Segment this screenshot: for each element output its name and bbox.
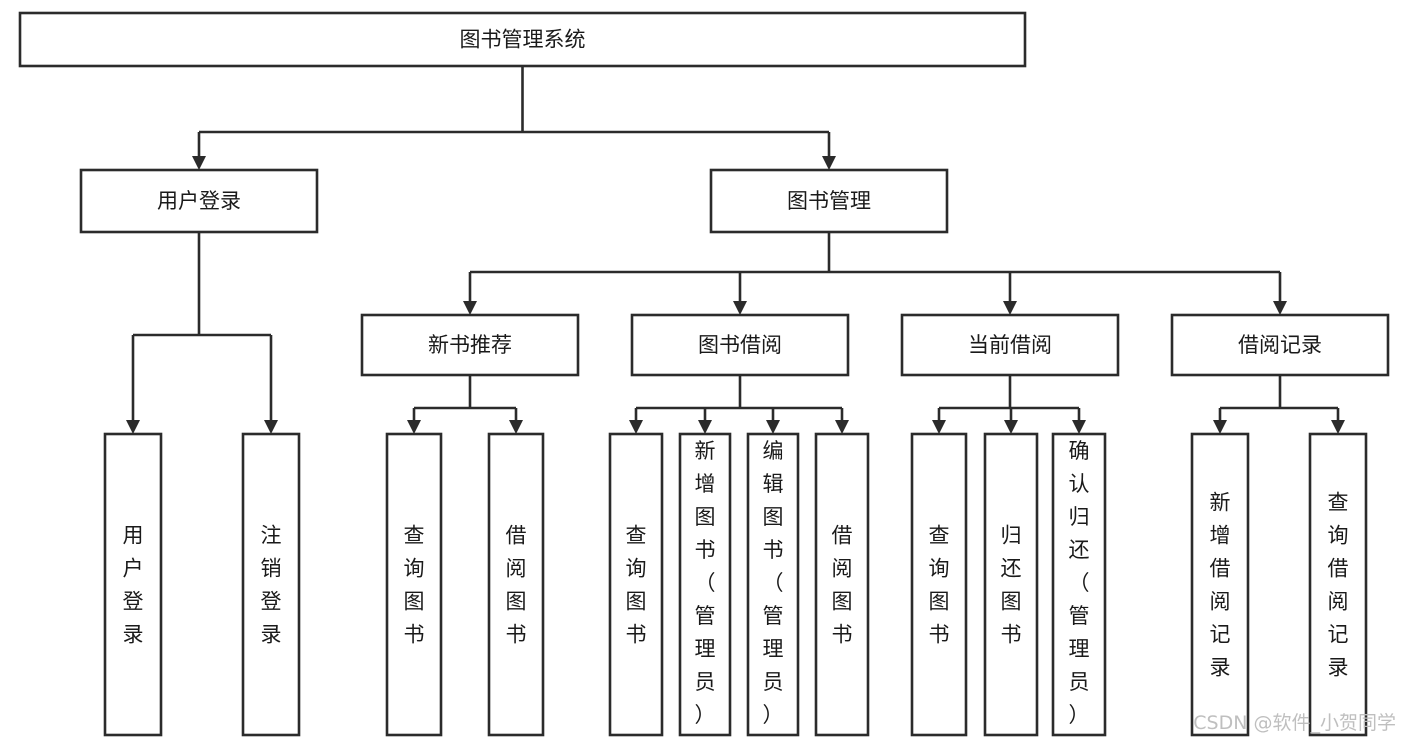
node-label-user-login-do: 用户登录	[123, 524, 144, 647]
node-box-book-manage	[709, 168, 949, 234]
node-label-query-book-1: 查询图书	[404, 524, 425, 647]
node-borrow-book-2[interactable]: 借阅图书	[814, 432, 870, 737]
arrow-head-icon	[463, 301, 477, 315]
node-box-current-borrow	[900, 313, 1120, 377]
node-box-borrow-book-2	[814, 432, 870, 737]
arrow-head-icon	[126, 420, 140, 434]
node-layer: 图书管理系统用户登录用户登录注销登录图书管理新书推荐查询图书借阅图书图书借阅查询…	[18, 11, 1390, 737]
node-book-borrow[interactable]: 图书借阅	[630, 313, 850, 377]
arrow-head-icon	[733, 301, 747, 315]
node-book-manage[interactable]: 图书管理	[709, 168, 949, 234]
node-label-query-borrow-record: 查询借阅记录	[1328, 491, 1349, 680]
node-box-root	[18, 11, 1027, 68]
node-query-book-1[interactable]: 查询图书	[385, 432, 443, 737]
arrow-head-icon	[932, 420, 946, 434]
node-borrow-book-1[interactable]: 借阅图书	[487, 432, 545, 737]
node-label-current-borrow: 当前借阅	[968, 333, 1052, 357]
node-new-book-recommend[interactable]: 新书推荐	[360, 313, 580, 377]
node-label-user-login: 用户登录	[157, 189, 241, 213]
node-label-borrow-book-2: 借阅图书	[832, 524, 853, 647]
arrow-head-icon	[1004, 420, 1018, 434]
arrow-head-icon	[698, 420, 712, 434]
node-add-book-admin[interactable]: 新增图书（管理员）	[678, 432, 732, 737]
node-user-login-do[interactable]: 用户登录	[103, 432, 163, 737]
node-user-login[interactable]: 用户登录	[79, 168, 319, 234]
arrow-head-icon	[766, 420, 780, 434]
node-box-book-borrow	[630, 313, 850, 377]
arrow-head-icon	[1003, 301, 1017, 315]
node-label-borrow-record: 借阅记录	[1238, 333, 1322, 357]
node-current-borrow[interactable]: 当前借阅	[900, 313, 1120, 377]
node-label-book-manage: 图书管理	[787, 189, 871, 213]
node-box-add-borrow-record	[1190, 432, 1250, 737]
node-label-query-book-3: 查询图书	[929, 524, 950, 647]
arrow-head-icon	[1072, 420, 1086, 434]
node-box-borrow-book-1	[487, 432, 545, 737]
node-confirm-return-admin[interactable]: 确认归还（管理员）	[1051, 432, 1107, 737]
node-label-query-book-2: 查询图书	[626, 524, 647, 647]
node-label-root: 图书管理系统	[460, 28, 586, 52]
node-return-book[interactable]: 归还图书	[983, 432, 1039, 737]
node-label-new-book-recommend: 新书推荐	[428, 333, 512, 357]
connector-layer	[126, 66, 1345, 434]
arrow-head-icon	[192, 156, 206, 170]
node-box-user-login	[79, 168, 319, 234]
arrow-head-icon	[835, 420, 849, 434]
node-query-book-2[interactable]: 查询图书	[608, 432, 664, 737]
node-box-user-login-do	[103, 432, 163, 737]
node-box-new-book-recommend	[360, 313, 580, 377]
arrow-head-icon	[1331, 420, 1345, 434]
node-label-confirm-return-admin: 确认归还（管理员）	[1069, 439, 1090, 727]
node-box-query-borrow-record	[1308, 432, 1368, 737]
arrow-head-icon	[264, 420, 278, 434]
node-label-book-borrow: 图书借阅	[698, 333, 782, 357]
arrow-head-icon	[629, 420, 643, 434]
node-add-borrow-record[interactable]: 新增借阅记录	[1190, 432, 1250, 737]
node-edit-book-admin[interactable]: 编辑图书（管理员）	[746, 432, 800, 737]
node-box-borrow-record	[1170, 313, 1390, 377]
node-query-borrow-record[interactable]: 查询借阅记录	[1308, 432, 1368, 737]
node-label-add-book-admin: 新增图书（管理员）	[695, 439, 716, 727]
node-label-add-borrow-record: 新增借阅记录	[1210, 491, 1231, 680]
arrow-head-icon	[509, 420, 523, 434]
node-label-user-logout: 注销登录	[261, 524, 282, 647]
node-box-return-book	[983, 432, 1039, 737]
node-box-confirm-return-admin	[1051, 432, 1107, 737]
node-box-query-book-1	[385, 432, 443, 737]
arrow-head-icon	[407, 420, 421, 434]
node-box-edit-book-admin	[746, 432, 800, 737]
arrow-head-icon	[1213, 420, 1227, 434]
node-root[interactable]: 图书管理系统	[18, 11, 1027, 68]
csdn-watermark: CSDN @软件_小贺同学	[1193, 712, 1396, 734]
node-user-logout[interactable]: 注销登录	[241, 432, 301, 737]
node-label-edit-book-admin: 编辑图书（管理员）	[763, 439, 784, 727]
node-box-query-book-2	[608, 432, 664, 737]
node-box-user-logout	[241, 432, 301, 737]
node-borrow-record[interactable]: 借阅记录	[1170, 313, 1390, 377]
arrow-head-icon	[1273, 301, 1287, 315]
arrow-head-icon	[822, 156, 836, 170]
node-box-query-book-3	[910, 432, 968, 737]
node-query-book-3[interactable]: 查询图书	[910, 432, 968, 737]
node-box-add-book-admin	[678, 432, 732, 737]
node-label-borrow-book-1: 借阅图书	[506, 524, 527, 647]
node-label-return-book: 归还图书	[1001, 524, 1022, 647]
